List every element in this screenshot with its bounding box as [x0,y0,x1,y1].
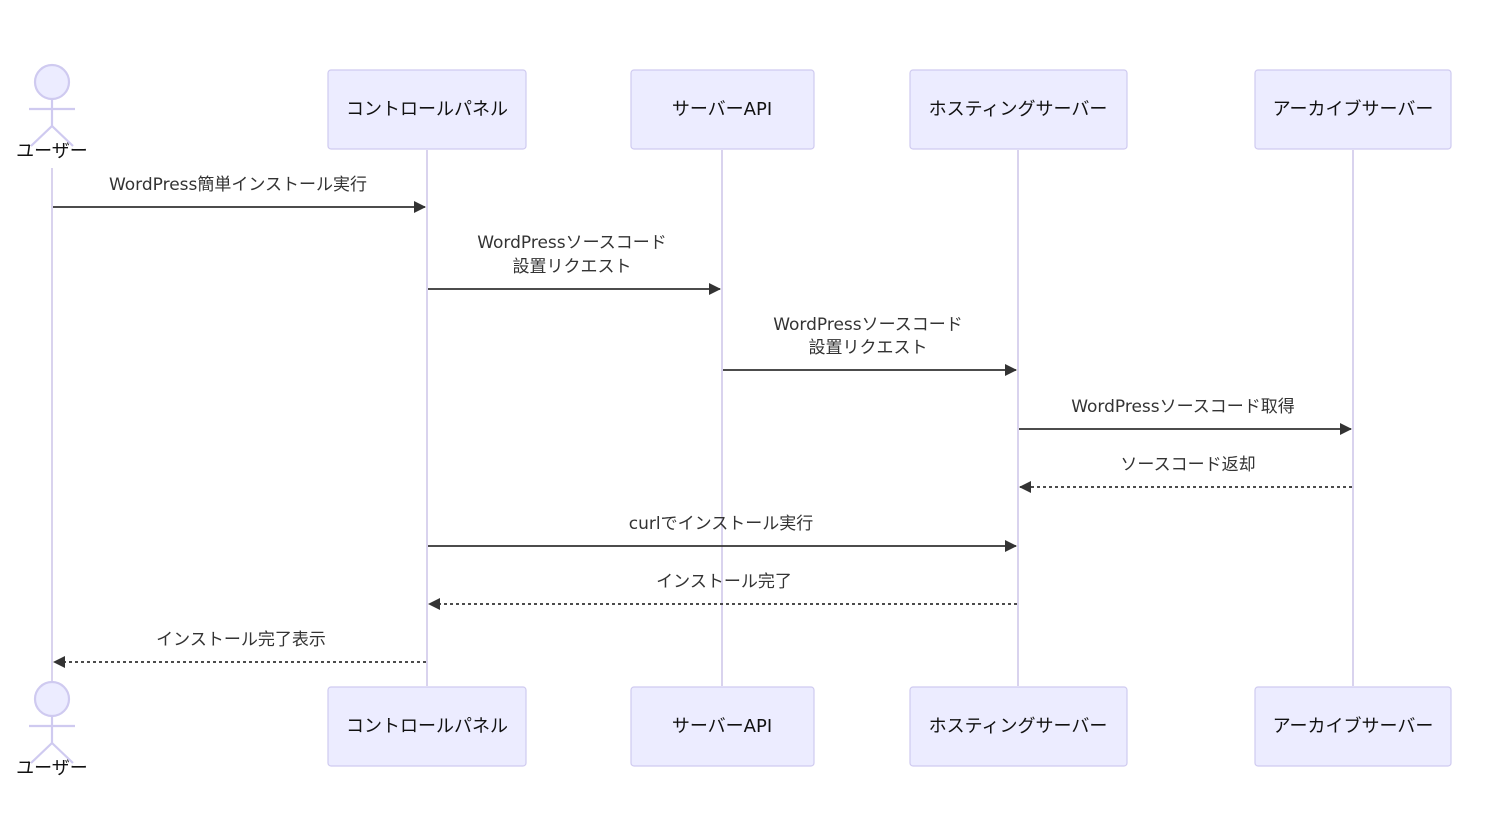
participant-server-api-bottom: サーバーAPI [630,686,815,767]
participant-box [327,69,527,150]
message-label-line-1: WordPressソースコード [477,233,667,253]
message-3: WordPressソースコード 設置リクエスト [723,315,1017,376]
message-6: curlでインストール実行 [428,514,1017,552]
participant-archive-server-top: アーカイブサーバー [1254,69,1452,150]
user-left-leg-icon [30,742,53,764]
participant-server-api-label-bottom: サーバーAPI [672,716,772,737]
message-label: インストール完了表示 [156,630,326,650]
message-4: WordPressソースコード取得 [1019,397,1352,435]
message-label-line-1: WordPressソースコード [773,315,963,335]
participant-server-api-top: サーバーAPI [630,69,815,150]
participant-user-label-top: ユーザー [16,141,88,162]
participant-archive-server-bottom: アーカイブサーバー [1254,686,1452,767]
message-1: WordPress簡単インストール実行 [53,175,426,213]
user-right-leg-icon [51,742,74,764]
message-label-line-2: 設置リクエスト [513,257,632,277]
message-label: インストール完了 [656,572,792,592]
message-8: インストール完了表示 [53,630,426,668]
participant-control-panel-label-bottom: コントロールパネル [346,716,508,737]
participant-hosting-server-label-bottom: ホスティングサーバー [929,716,1108,737]
participant-control-panel-top: コントロールパネル [327,69,527,150]
participant-user-bottom: ユーザー [16,680,88,779]
message-label-line-2: 設置リクエスト [809,338,928,358]
participant-box [909,686,1128,767]
participant-user-top: ユーザー [16,63,88,162]
message-7: インストール完了 [428,572,1017,610]
participant-box [630,69,815,150]
participant-control-panel-label-top: コントロールパネル [346,99,508,120]
participant-archive-server-label-top: アーカイブサーバー [1273,98,1434,120]
participant-server-api-label-top: サーバーAPI [672,99,772,120]
participant-control-panel-bottom: コントロールパネル [327,686,527,767]
participant-box [1254,69,1452,150]
participant-box [630,686,815,767]
participant-box [909,69,1128,150]
participant-user-label-bottom: ユーザー [16,758,88,779]
message-label: WordPressソースコード取得 [1071,397,1295,417]
user-head-icon [33,680,71,718]
message-5: ソースコード返却 [1019,455,1352,493]
user-left-leg-icon [30,125,53,147]
participant-box [1254,686,1452,767]
message-label: ソースコード返却 [1120,455,1255,475]
participant-hosting-server-top: ホスティングサーバー [909,69,1128,150]
user-right-leg-icon [51,125,74,147]
participant-hosting-server-label-top: ホスティングサーバー [929,99,1108,120]
participant-archive-server-label-bottom: アーカイブサーバー [1273,715,1434,737]
message-label: WordPress簡単インストール実行 [109,175,367,195]
user-head-icon [33,63,71,101]
message-2: WordPressソースコード 設置リクエスト [428,233,721,295]
participant-hosting-server-bottom: ホスティングサーバー [909,686,1128,767]
message-label: curlでインストール実行 [629,514,814,534]
participant-box [327,686,527,767]
